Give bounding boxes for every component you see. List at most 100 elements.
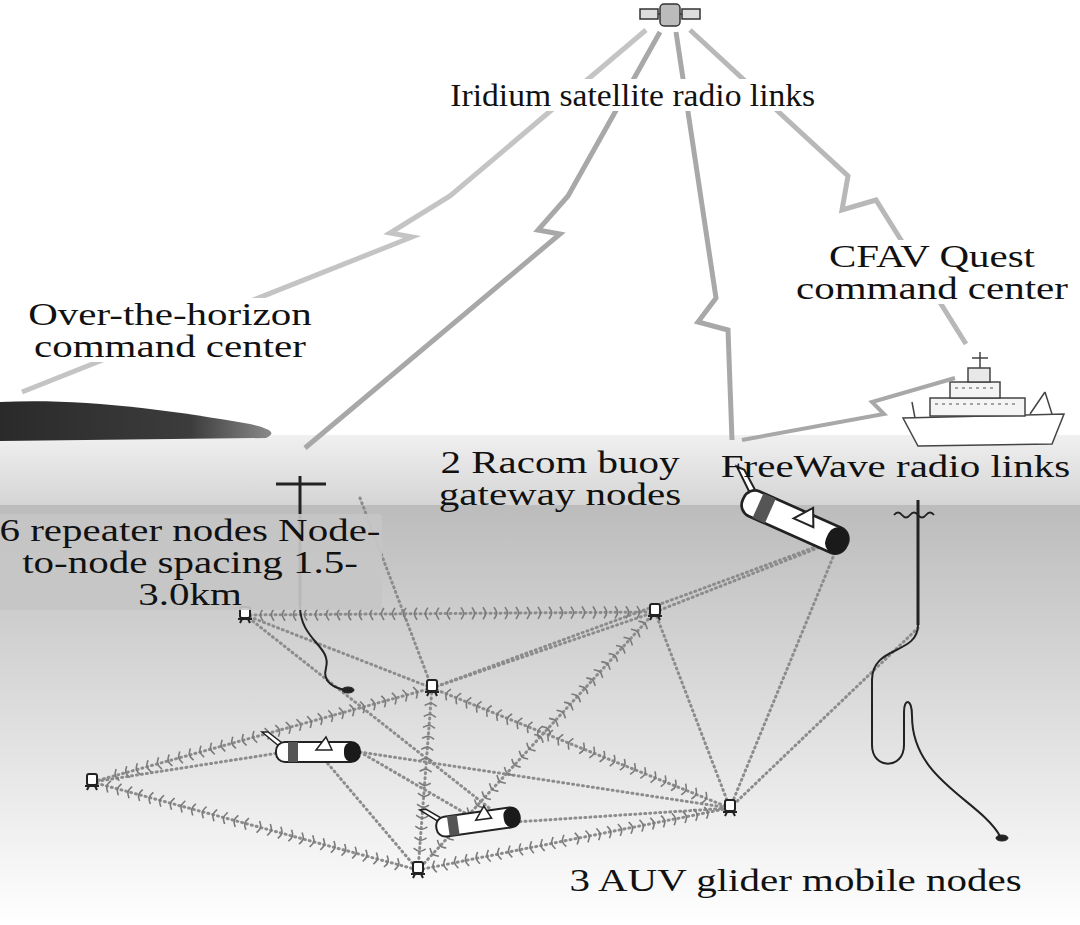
acoustic-wave	[437, 840, 446, 848]
callout-label: 3 AUV glider mobile nodes	[569, 864, 1021, 896]
repeater-nodes	[723, 800, 737, 816]
acoustic-wave	[392, 608, 395, 620]
acoustic-wave	[256, 821, 260, 833]
acoustic-wave	[586, 678, 595, 686]
acoustic-wave	[519, 751, 528, 759]
callout-label: FreeWave radio links	[720, 450, 1069, 482]
acoustic-wave	[147, 760, 151, 772]
ship	[950, 382, 1000, 398]
acoustic-wave	[384, 855, 388, 867]
acoustic-wave	[650, 818, 654, 830]
acoustic-wave	[620, 759, 625, 770]
acoustic-wave	[704, 807, 708, 819]
acoustic-wave	[417, 804, 429, 807]
ship	[968, 368, 990, 382]
acoustic-wave	[157, 757, 161, 769]
acoustic-wave	[424, 714, 436, 717]
glider-nodes	[262, 732, 360, 762]
acoustic-wave	[519, 843, 523, 855]
acoustic-wave	[601, 662, 610, 670]
acoustic-wave	[482, 791, 491, 799]
acoustic-wave	[349, 705, 353, 717]
glider-nodes	[420, 796, 521, 839]
repeater-nodes	[425, 680, 439, 696]
acoustic-wave	[604, 606, 607, 618]
acoustic-wave	[371, 699, 375, 711]
acoustic-wave	[328, 710, 332, 722]
acoustic-wave	[630, 763, 635, 774]
acoustic-wave	[418, 793, 430, 796]
acoustic-wave	[422, 736, 434, 739]
acoustic-wave	[507, 714, 512, 725]
acoustic-wave	[341, 844, 345, 856]
acoustic-wave	[542, 727, 551, 735]
acoustic-wave	[609, 654, 618, 662]
acoustic-wave	[433, 861, 437, 873]
acoustic-wave	[337, 608, 340, 620]
acoustic-wave	[571, 694, 580, 702]
acoustic-wave	[275, 725, 279, 737]
acoustic-wave	[527, 722, 532, 733]
acoustic-wave	[589, 747, 594, 758]
acoustic-wave	[586, 831, 590, 843]
acoustic-wave	[402, 690, 406, 702]
acoustic-wave	[475, 799, 484, 807]
acoustic-wave	[136, 763, 140, 775]
acoustic-wave	[538, 607, 541, 619]
acoustic-wave	[466, 697, 471, 708]
acoustic-wave	[200, 746, 204, 758]
acoustic-wave	[421, 747, 433, 750]
acoustic-wave	[420, 769, 432, 772]
buoy-gateway	[996, 835, 1008, 841]
acoustic-wave	[461, 607, 464, 619]
acoustic-wave	[541, 839, 545, 851]
acoustic-wave	[403, 608, 406, 620]
buoy-gateway	[300, 606, 346, 690]
acoustic-wave	[326, 608, 329, 620]
acoustic-wave	[416, 815, 428, 818]
acoustic-wave	[683, 811, 687, 823]
acoustic-wave	[637, 606, 640, 618]
acoustic-wave	[530, 841, 534, 853]
acoustic-link	[360, 752, 730, 808]
acoustic-wave	[414, 608, 417, 620]
acoustic-wave	[315, 608, 318, 620]
buoy-gateway	[917, 500, 920, 625]
acoustic-wave	[571, 607, 574, 619]
sky	[0, 0, 1080, 440]
acoustic-wave	[423, 725, 435, 728]
acoustic-wave	[436, 608, 439, 620]
acoustic-wave	[505, 607, 508, 619]
acoustic-wave	[672, 813, 676, 825]
acoustic-wave	[415, 826, 427, 829]
acoustic-wave	[527, 743, 536, 751]
buoy-gateway	[342, 687, 354, 693]
acoustic-wave	[192, 804, 196, 816]
acoustic-wave	[288, 830, 292, 842]
acoustic-wave	[568, 738, 573, 749]
acoustic-wave	[296, 719, 300, 731]
acoustic-wave	[579, 686, 588, 694]
acoustic-wave	[516, 607, 519, 619]
acoustic-wave	[579, 743, 584, 754]
acoustic-wave	[331, 841, 335, 853]
repeater-nodes	[648, 604, 662, 620]
acoustic-wave	[181, 801, 185, 813]
acoustic-wave	[497, 710, 502, 721]
ship	[903, 352, 1064, 446]
acoustic-wave	[107, 781, 111, 793]
acoustic-wave	[413, 687, 417, 699]
acoustic-wave	[307, 716, 311, 728]
acoustic-wave	[320, 838, 324, 850]
acoustic-wave	[425, 608, 428, 620]
acoustic-wave	[286, 722, 290, 734]
acoustic-wave	[661, 816, 665, 828]
acoustic-wave	[610, 755, 615, 766]
acoustic-link	[92, 782, 418, 870]
ship	[930, 398, 1025, 416]
acoustic-wave	[170, 798, 174, 810]
acoustic-wave	[179, 752, 183, 764]
satellite	[682, 9, 700, 19]
acoustic-wave	[415, 837, 427, 840]
acoustic-wave	[202, 807, 206, 819]
